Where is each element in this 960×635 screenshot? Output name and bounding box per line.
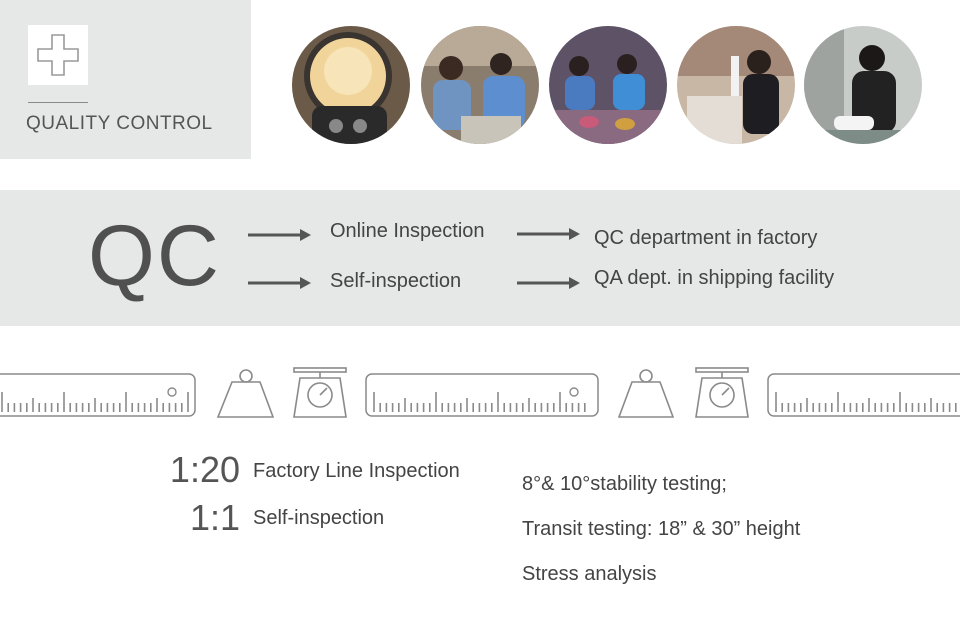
flow-step-self-inspection: Self-inspection xyxy=(330,270,462,292)
test-stability: 8°& 10°stability testing; xyxy=(522,473,727,495)
photo-workers-line xyxy=(421,26,539,144)
header-divider xyxy=(28,102,88,103)
flow-result-qa-shipping: QA dept. in shipping facility xyxy=(594,267,835,289)
arrow-right-icon xyxy=(248,229,311,241)
scale-icon xyxy=(293,367,347,418)
ratio-label-factory-line: Factory Line Inspection xyxy=(253,460,460,482)
weight-icon xyxy=(617,369,675,418)
weight-icon xyxy=(216,369,275,418)
arrow-right-icon xyxy=(517,228,580,240)
scale-icon xyxy=(695,367,749,418)
ruler-icon xyxy=(0,373,196,417)
header-panel: QUALITY CONTROL xyxy=(0,0,251,159)
qc-heading: QC xyxy=(88,208,221,304)
measurement-tools-row xyxy=(0,367,960,418)
ruler-icon xyxy=(767,373,960,417)
plus-icon xyxy=(28,25,88,85)
ratio-1-1: 1:1 xyxy=(189,497,240,538)
page-title: QUALITY CONTROL xyxy=(26,113,213,134)
photo-worker-checking xyxy=(677,26,795,144)
ratio-1-20: 1:20 xyxy=(169,449,240,490)
photo-lamp-inspection xyxy=(292,26,410,144)
ratio-label-self-inspection: Self-inspection xyxy=(253,507,385,529)
arrow-right-icon xyxy=(517,277,580,289)
flow-result-qc-department: QC department in factory xyxy=(594,227,818,249)
flow-step-online-inspection: Online Inspection xyxy=(330,220,485,242)
photo-workers-group xyxy=(549,26,667,144)
qc-flow-band xyxy=(0,190,960,326)
photo-worker-gloves xyxy=(804,26,922,144)
test-transit: Transit testing: 18” & 30” height xyxy=(522,518,801,540)
arrow-right-icon xyxy=(248,277,311,289)
test-stress: Stress analysis xyxy=(522,563,657,585)
ruler-icon xyxy=(365,373,599,417)
